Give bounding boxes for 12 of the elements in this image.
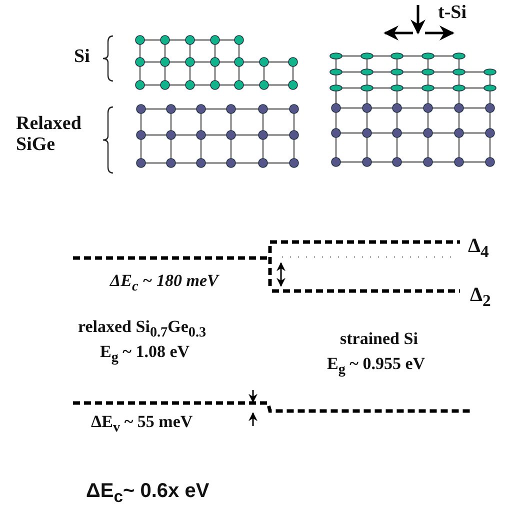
bandgap-label: E$_{g}$ ~ 1.08 eV (100, 343, 190, 366)
layer-label: Relaxed SiGe (16, 114, 82, 156)
strain-label: t-Si (438, 3, 466, 24)
bandgap-label: E$_{g}$ ~ 0.955 eV (327, 355, 426, 378)
band-label: Δ$_{4}$ (468, 235, 489, 262)
band-label: Δ$_{2}$ (470, 284, 491, 310)
formula-text: ΔE$_{c}$~ 0.6x eV (86, 480, 210, 506)
layer-label: Si (74, 47, 90, 68)
offset-label: ΔE$_{c}$ ~ 180 meV (110, 272, 218, 295)
material-label: strained Si (340, 330, 418, 349)
material-label: relaxed Si$_{0.7}$Ge$_{0.3}$ (78, 318, 206, 341)
offset-label: ΔE$_{v}$ ~ 55 meV (91, 413, 193, 436)
